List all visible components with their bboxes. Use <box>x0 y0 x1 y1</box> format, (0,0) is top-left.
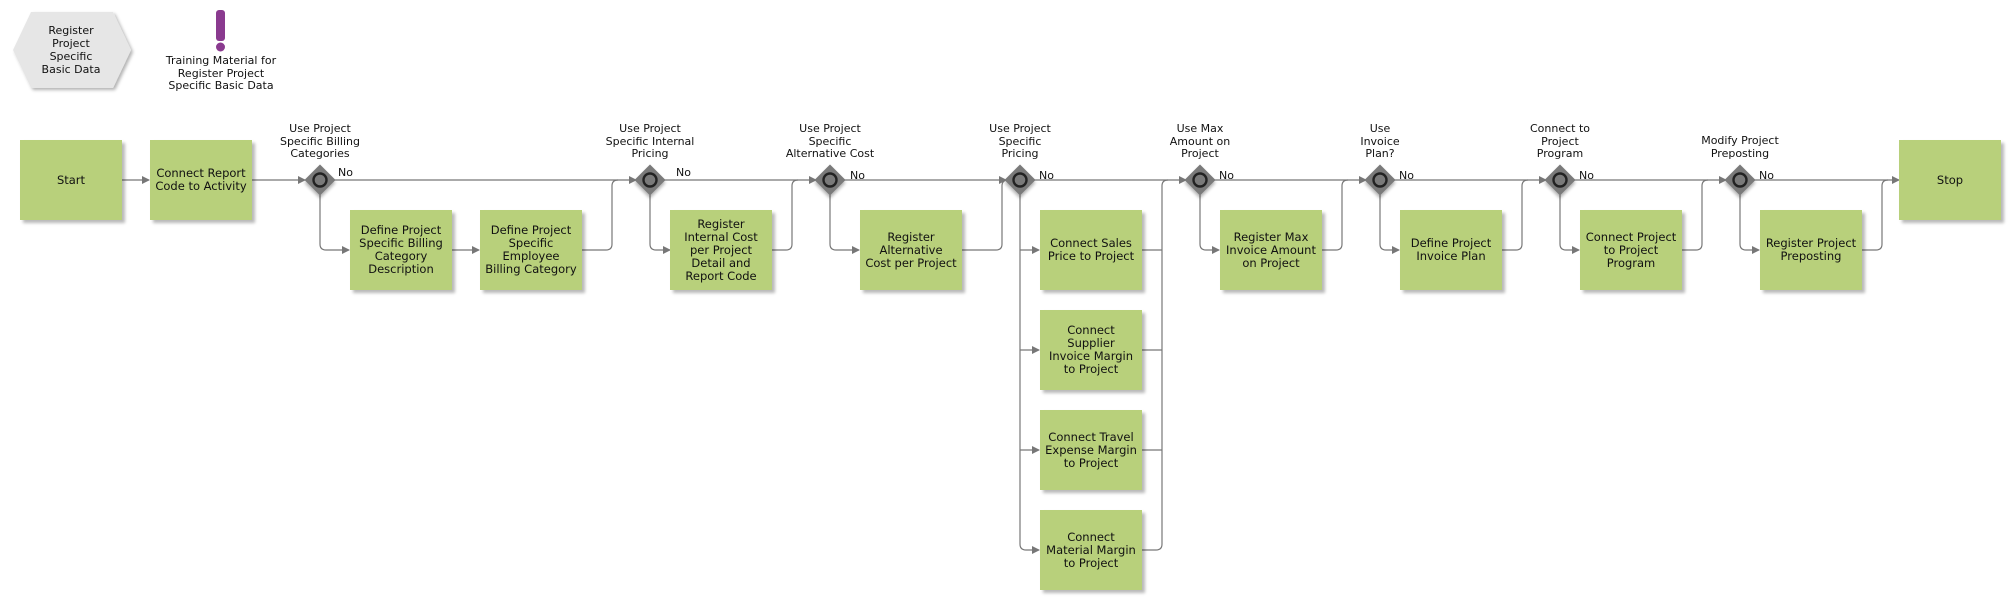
no-label-gw4: No <box>1039 169 1054 182</box>
no-label-gw5: No <box>1219 169 1234 182</box>
gateway-preposting <box>1724 164 1756 196</box>
flow-pricing-merge <box>1142 179 1169 551</box>
exclamation-icon <box>216 10 225 52</box>
activity-define-invoice-plan[interactable]: Define Project Invoice Plan <box>1400 210 1502 290</box>
training-material-label: Training Material for Register Project S… <box>165 54 277 92</box>
no-label-gw2: No <box>676 166 691 179</box>
flow-invoice-plan-to-gw7 <box>1502 179 1529 251</box>
gateway-label-specific-pricing: Use Project Specific Pricing <box>989 122 1051 160</box>
flow-gw2-yes <box>649 194 671 254</box>
gateway-project-program <box>1544 164 1576 196</box>
stop-event[interactable]: Stop <box>1899 140 2001 220</box>
gateway-max-amount <box>1184 164 1216 196</box>
no-label-gw7: No <box>1579 169 1594 182</box>
gateway-label-project-program: Connect to Project Program <box>1529 122 1591 160</box>
flow-internal-cost-to-gw3 <box>772 179 799 251</box>
activity-connect-material-margin[interactable]: Connect Material Margin to Project <box>1040 510 1142 590</box>
no-label-gw8: No <box>1759 169 1774 182</box>
activity-define-billing-category-description[interactable]: Define Project Specific Billing Category… <box>350 210 452 290</box>
activity-define-employee-billing-category[interactable]: Define Project Specific Employee Billing… <box>480 210 582 290</box>
activity-connect-supplier-invoice-margin[interactable]: Connect Supplier Invoice Margin to Proje… <box>1040 310 1142 390</box>
gateway-label-invoice-plan: Use Invoice Plan? <box>1360 122 1400 160</box>
flow-alt-cost-to-gw4 <box>962 179 1009 251</box>
gateway-label-alternative-cost: Use Project Specific Alternative Cost <box>785 122 875 160</box>
process-hexagon-shape <box>13 12 131 88</box>
activity-connect-sales-price[interactable]: Connect Sales Price to Project <box>1040 210 1142 290</box>
flow-employee-to-gw2 <box>582 179 619 251</box>
activity-register-internal-cost[interactable]: Register Internal Cost per Project Detai… <box>670 210 772 290</box>
process-name: Register Project Specific Basic Data <box>41 24 101 76</box>
activity-register-alternative-cost[interactable]: Register Alternative Cost per Project <box>860 210 962 290</box>
start-event[interactable]: Start <box>20 140 122 220</box>
no-label-gw6: No <box>1399 169 1414 182</box>
flow-preposting-to-stop <box>1862 179 1889 251</box>
flow-gw1-yes <box>319 194 350 254</box>
gateway-invoice-plan <box>1364 164 1396 196</box>
activity-register-max-invoice-amount[interactable]: Register Max Invoice Amount on Project <box>1220 210 1322 290</box>
gateway-label-billing-categories: Use Project Specific Billing Categories <box>279 122 361 160</box>
gateway-specific-pricing <box>1004 164 1036 196</box>
gateway-label-preposting: Modify Project Preposting <box>1701 134 1779 160</box>
activity-register-project-preposting[interactable]: Register Project Preposting <box>1760 210 1862 290</box>
gateway-internal-pricing <box>634 164 666 196</box>
no-label-gw3: No <box>850 169 865 182</box>
gateway-billing-categories <box>304 164 336 196</box>
flow-program-to-gw8 <box>1682 179 1709 251</box>
flow-gw7-yes <box>1559 194 1580 254</box>
activity-connect-travel-expense-margin[interactable]: Connect Travel Expense Margin to Project <box>1040 410 1142 490</box>
activity-connect-report-code[interactable]: Connect Report Code to Activity <box>150 140 252 220</box>
activity-connect-project-program[interactable]: Connect Project to Project Program <box>1580 210 1682 290</box>
flow-gw3-yes <box>829 194 860 254</box>
gateway-label-internal-pricing: Use Project Specific Internal Pricing <box>605 122 695 160</box>
flow-max-amount-to-gw6 <box>1322 179 1349 251</box>
flow-gw4-branches <box>1019 194 1040 554</box>
flow-gw6-yes <box>1379 194 1400 254</box>
flow-gw5-yes <box>1199 194 1220 254</box>
no-label-gw1: No <box>338 166 353 179</box>
gateway-label-max-amount: Use Max Amount on Project <box>1169 122 1231 160</box>
gateway-alternative-cost <box>814 164 846 196</box>
flow-gw8-yes <box>1739 194 1760 254</box>
